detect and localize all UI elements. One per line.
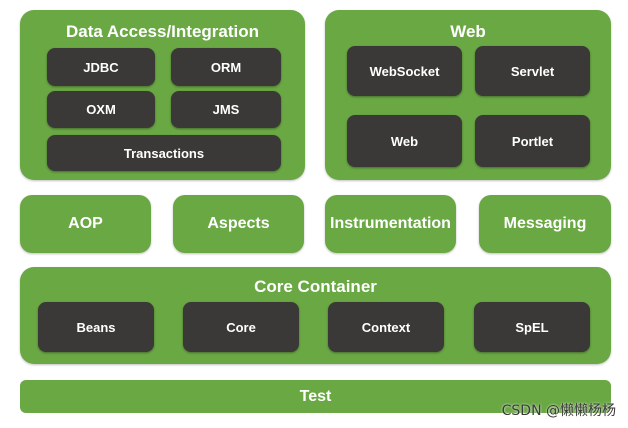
- core-container-panel: Core Container Beans Core Context SpEL: [20, 267, 611, 364]
- module-portlet: Portlet: [475, 115, 590, 167]
- module-transactions: Transactions: [47, 135, 281, 171]
- web-panel: Web WebSocket Servlet Web Portlet: [325, 10, 611, 180]
- module-web: Web: [347, 115, 462, 167]
- module-core: Core: [183, 302, 299, 352]
- module-beans: Beans: [38, 302, 154, 352]
- module-spel: SpEL: [474, 302, 590, 352]
- module-context: Context: [328, 302, 444, 352]
- data-access-integration-panel: Data Access/Integration JDBC ORM OXM JMS…: [20, 10, 305, 180]
- module-jdbc: JDBC: [47, 48, 155, 86]
- watermark-text: CSDN @懒懒杨杨: [501, 403, 616, 419]
- module-aspects: Aspects: [173, 195, 304, 253]
- module-jms: JMS: [171, 91, 281, 128]
- data-access-integration-title: Data Access/Integration: [65, 22, 260, 41]
- module-aop: AOP: [20, 195, 151, 253]
- module-websocket: WebSocket: [347, 46, 462, 96]
- module-oxm: OXM: [47, 91, 155, 128]
- module-messaging: Messaging: [479, 195, 611, 253]
- module-test: Test: [20, 380, 611, 413]
- web-panel-title: Web: [450, 22, 486, 41]
- core-container-title: Core Container: [254, 277, 377, 296]
- module-orm: ORM: [171, 48, 281, 86]
- module-instrumentation: Instrumentation: [325, 195, 456, 253]
- module-servlet: Servlet: [475, 46, 590, 96]
